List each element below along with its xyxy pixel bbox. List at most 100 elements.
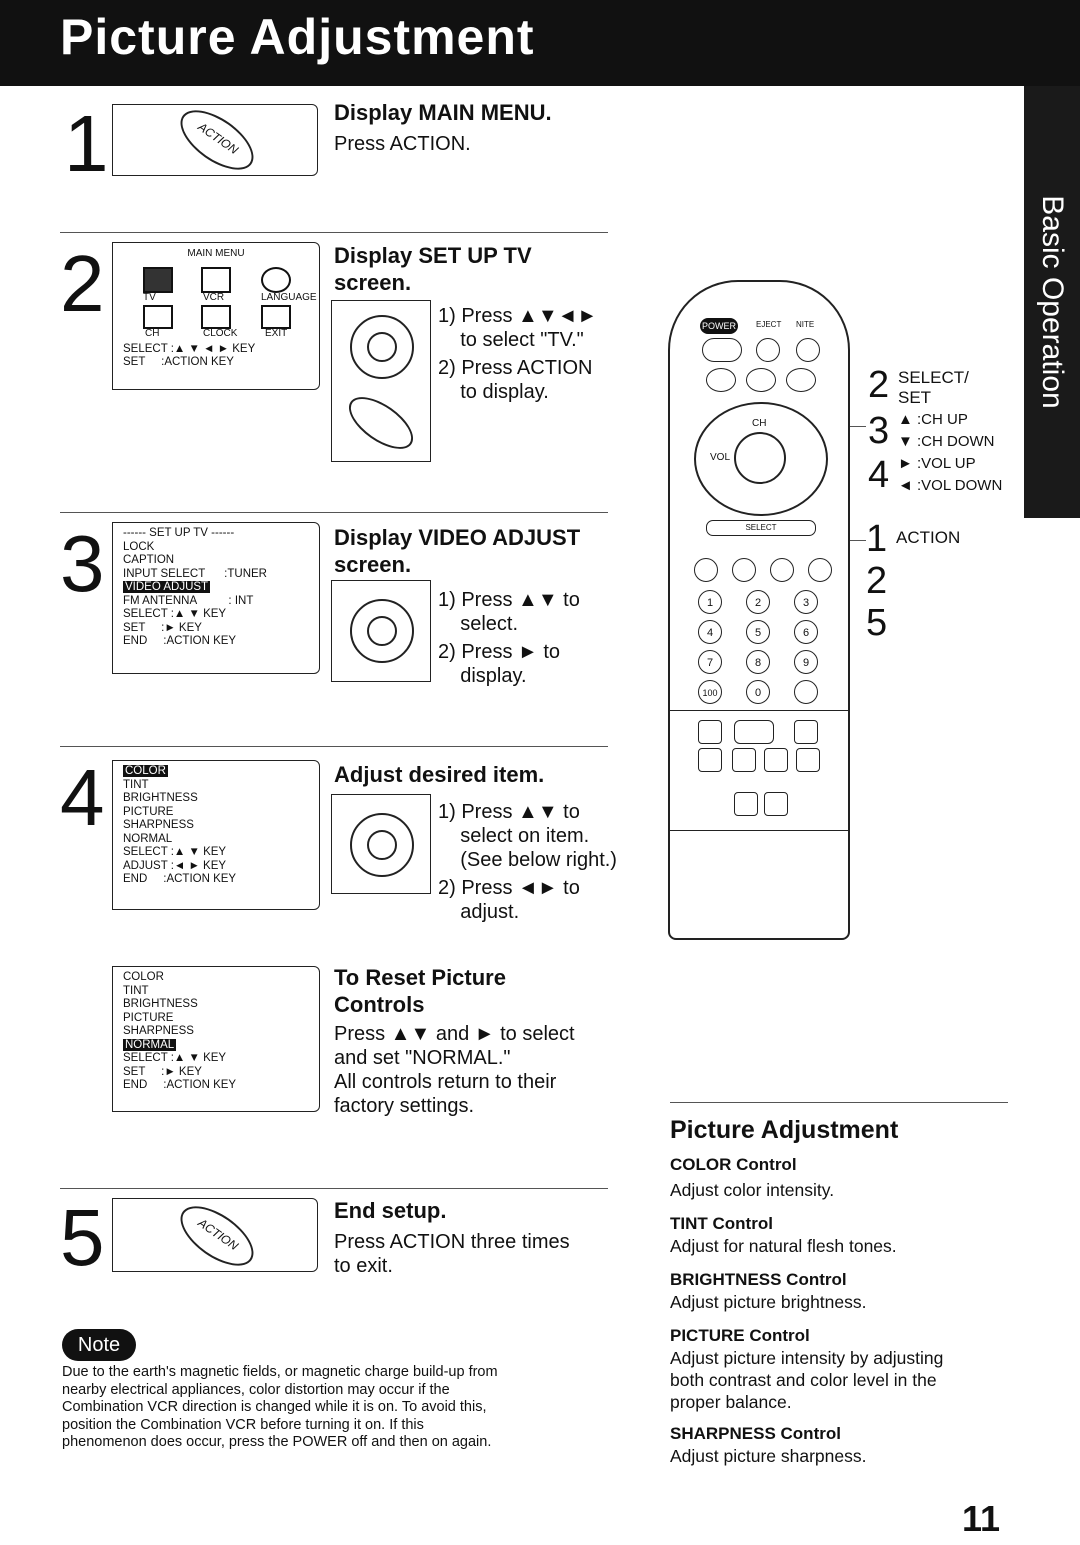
osd-line: END :ACTION KEY [123, 635, 237, 647]
note-text: Due to the earth's magnetic fields, or m… [62, 1364, 498, 1450]
dpad-icon [350, 315, 414, 379]
step-3-heading: Display VIDEO ADJUST screen. [334, 525, 581, 577]
page-title: Picture Adjustment [60, 9, 535, 65]
remote-button [746, 368, 776, 392]
select-set-button [734, 432, 786, 484]
callout-1: 1 [866, 518, 888, 560]
osd-line: TINT [123, 984, 149, 997]
callout-4: 4 [868, 454, 890, 496]
step-4-instruction-1: 1) Press ▲▼ to select on item. (See belo… [438, 801, 617, 871]
osd-line: ADJUST :◄ ► KEY [123, 859, 227, 872]
digit-5-button: 5 [746, 620, 770, 644]
osd-label-clock: CLOCK [203, 327, 238, 339]
step-2-heading: Display SET UP TV screen. [334, 243, 532, 295]
callout-3: 3 [868, 410, 890, 452]
step-1-body: Press ACTION. [334, 133, 471, 155]
osd-line: LOCK [123, 540, 155, 553]
callout-2b: 2 [866, 560, 888, 602]
osd-line: BRIGHTNESS [123, 998, 198, 1010]
vol-label: VOL [710, 452, 731, 463]
osd-line: BRIGHTNESS [123, 792, 198, 804]
digit-0-button: 0 [746, 680, 770, 704]
power-button: POWER [700, 318, 738, 334]
action-button-icon: ACTION [170, 98, 264, 182]
page-number: 11 [961, 1498, 1000, 1539]
tv-icon [143, 266, 173, 293]
osd-line: SHARPNESS [123, 819, 194, 831]
rec-button [734, 792, 758, 816]
reset-osd: COLOR TINT BRIGHTNESS PICTURE SHARPNESS … [112, 966, 320, 1112]
picture-control-heading: PICTURE Control [670, 1326, 810, 1345]
digit-4-button: 4 [698, 620, 722, 644]
callout-line [850, 426, 866, 427]
setup-tv-osd: ------ SET UP TV ------ LOCK CAPTION INP… [112, 522, 320, 674]
step-5-heading: End setup. [334, 1198, 447, 1223]
ch-icon [143, 304, 173, 329]
step-4-illustration [331, 794, 431, 894]
direction-pad [694, 402, 828, 516]
video-adjust-osd: COLOR TINT BRIGHTNESS PICTURE SHARPNESS … [112, 760, 320, 910]
step-2-instruction-1: 1) Press ▲▼◄► to select "TV." [438, 305, 598, 351]
osd-line: INPUT SELECT :TUNER [123, 567, 267, 580]
vcr-icon [201, 266, 231, 293]
step-4-heading: Adjust desired item. [334, 762, 545, 787]
divider [60, 512, 608, 513]
osd-label-exit: EXIT [265, 327, 288, 339]
divider [60, 1188, 608, 1189]
remote-divider [670, 710, 848, 711]
osd-line: SET :► KEY [123, 1065, 202, 1078]
ch-label: CH [752, 418, 767, 429]
osd-footer-line: SELECT :▲ ▼ ◄ ► KEY [123, 342, 256, 355]
digit-100-button: 100 [698, 680, 722, 704]
step-2-instruction-2: 2) Press ACTION to display. [438, 357, 593, 403]
slow-button [698, 748, 722, 772]
remote-divider [670, 830, 848, 831]
rewind-button [698, 720, 722, 744]
osd-line: END :ACTION KEY [123, 1079, 237, 1091]
page-header: Picture Adjustment [0, 0, 1080, 86]
osd-label-language: LANGUAGE [261, 291, 317, 303]
callout-line [850, 540, 866, 541]
osd-line: FM ANTENNA : INT [123, 594, 254, 607]
brightness-control-heading: BRIGHTNESS Control [670, 1270, 847, 1289]
play-button [734, 720, 774, 744]
osd-line: SELECT :▲ ▼ KEY [123, 846, 227, 858]
language-icon [261, 266, 291, 293]
digit-8-button: 8 [746, 650, 770, 674]
reset-body: Press ▲▼ and ► to select and set "NORMAL… [334, 1023, 575, 1117]
reset-heading: To Reset Picture Controls [334, 965, 506, 1017]
tint-control-desc: Adjust for natural flesh tones. [670, 1236, 897, 1256]
remote-button [702, 338, 742, 362]
callout-ch-up: ▲ :CH UP [898, 411, 968, 428]
step-5-illustration: ACTION [112, 1194, 318, 1278]
eject-label: EJECT [756, 320, 782, 329]
osd-line: TINT [123, 778, 149, 791]
osd-label-tv: TV [143, 291, 156, 303]
step-1-number: 1 [64, 99, 109, 188]
step-2-illustration [331, 300, 431, 462]
osd-line: SET :► KEY [123, 621, 202, 634]
osd-footer-line: SET :ACTION KEY [123, 356, 234, 368]
osd-label-vcr: VCR [203, 291, 225, 303]
callout-5: 5 [866, 602, 888, 644]
osd-line: END :ACTION KEY [123, 873, 237, 885]
step-4-number: 4 [60, 753, 105, 842]
picture-adjustment-title: Picture Adjustment [670, 1116, 899, 1144]
clock-icon [201, 304, 231, 329]
step-5-body: Press ACTION three times to exit. [334, 1231, 570, 1277]
nite-label: NITE [796, 320, 815, 329]
stop-button [764, 748, 788, 772]
osd-line: SELECT :▲ ▼ KEY [123, 608, 227, 620]
divider [60, 232, 608, 233]
brightness-control-desc: Adjust picture brightness. [670, 1292, 867, 1312]
adjust-button [794, 680, 818, 704]
section-tab: Basic Operation [1024, 86, 1080, 518]
step-2-number: 2 [60, 239, 105, 328]
main-menu-osd: MAIN MENU TV VCR LANGUAGE CH CLOCK EXIT … [112, 242, 320, 390]
step-5-number: 5 [60, 1193, 105, 1282]
osd-line: PICTURE [123, 1011, 174, 1024]
osd-line: ------ SET UP TV ------ [123, 527, 235, 539]
step-1-heading: Display MAIN MENU. [334, 100, 552, 125]
divider [60, 746, 608, 747]
color-control-desc: Adjust color intensity. [670, 1180, 835, 1200]
